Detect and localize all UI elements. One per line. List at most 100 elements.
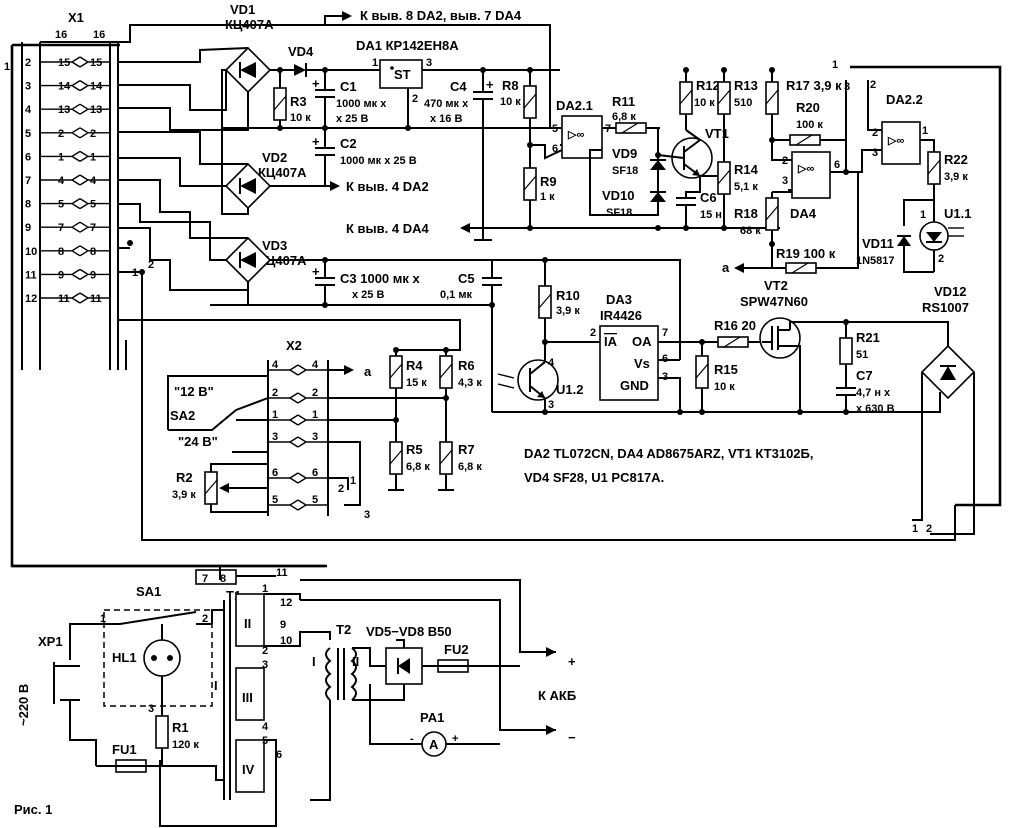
x1-pin-left: 4 xyxy=(25,104,32,116)
svg-text:КЦ407А: КЦ407А xyxy=(225,17,274,32)
x1-pin-left: 11 xyxy=(25,269,37,281)
x1-pin-mid: 13 xyxy=(58,104,70,116)
svg-text:R10: R10 xyxy=(556,288,580,303)
c2-capacitor: + C2 1000 мк х 25 В xyxy=(312,128,417,186)
svg-text:C4: C4 xyxy=(450,79,467,94)
svg-text:51: 51 xyxy=(856,349,868,361)
svg-text:2: 2 xyxy=(262,645,268,657)
svg-text:R20: R20 xyxy=(796,100,820,115)
svg-text:VT2: VT2 xyxy=(764,278,788,293)
x2-contact xyxy=(268,364,328,376)
svg-text:1: 1 xyxy=(920,209,926,221)
svg-text:IV: IV xyxy=(242,762,255,777)
svg-text:3: 3 xyxy=(872,147,878,159)
svg-text:11: 11 xyxy=(276,567,288,579)
svg-text:R6: R6 xyxy=(458,358,475,373)
svg-text:R2: R2 xyxy=(176,470,193,485)
svg-text:▷∞: ▷∞ xyxy=(567,129,584,141)
x2-pin-right: 2 xyxy=(312,387,318,399)
x1-label: X1 xyxy=(68,10,84,25)
svg-text:2: 2 xyxy=(872,127,878,139)
x1-contact xyxy=(40,245,110,257)
c1-capacitor: + C1 1000 мк х х 25 В xyxy=(312,70,387,128)
x1-pin-mid: 5 xyxy=(58,199,64,211)
svg-text:2: 2 xyxy=(938,253,944,265)
svg-text:T2: T2 xyxy=(336,622,351,637)
svg-text:"12 В": "12 В" xyxy=(174,384,214,399)
svg-text:R1: R1 xyxy=(172,720,189,735)
svg-text:16: 16 xyxy=(55,29,67,41)
r2-potentiometer: R2 3,9 к xyxy=(172,463,268,513)
svg-text:3: 3 xyxy=(426,57,432,69)
svg-text:+: + xyxy=(568,654,576,669)
x2-pin-right: 5 xyxy=(312,494,318,506)
vd12-bridge: VD12 RS1007 xyxy=(920,284,976,400)
x1-contact xyxy=(40,103,110,115)
x1-pin-left: 7 xyxy=(25,175,31,187)
svg-text:10 к: 10 к xyxy=(714,381,735,393)
x1-pin-left: 10 xyxy=(25,246,37,258)
svg-text:R7: R7 xyxy=(458,442,475,457)
svg-text:PA1: PA1 xyxy=(420,710,444,725)
x1-pin-mid: 7 xyxy=(58,222,64,234)
x2-pin-left: 3 xyxy=(272,431,278,443)
x1-pin-right: 9 xyxy=(90,269,96,281)
svg-text:6,8 к: 6,8 к xyxy=(458,461,482,473)
x1-contact xyxy=(40,221,110,233)
svg-text:15 к: 15 к xyxy=(406,377,427,389)
svg-text:HL1: HL1 xyxy=(112,650,137,665)
x1-pin-mid: 9 xyxy=(58,269,64,281)
svg-text:1: 1 xyxy=(832,59,838,71)
svg-text:2: 2 xyxy=(926,523,932,535)
x1-contact xyxy=(40,56,110,68)
svg-text:а: а xyxy=(364,364,372,379)
svg-text:Vs: Vs xyxy=(634,356,650,371)
svg-text:1: 1 xyxy=(132,267,138,279)
svg-text:4: 4 xyxy=(262,721,269,733)
svg-text:-: - xyxy=(410,733,414,745)
da4-opamp: ▷∞ DA4 2 3 6 xyxy=(782,151,840,221)
vd4-diode: VD4 xyxy=(288,44,314,77)
svg-text:C7: C7 xyxy=(856,368,873,383)
x1-pin-left: 6 xyxy=(25,151,31,163)
vd9-diode: VD9 SF18 xyxy=(612,146,666,177)
svg-text:GND: GND xyxy=(620,378,649,393)
svg-text:SF18: SF18 xyxy=(612,165,638,177)
svg-text:DA3: DA3 xyxy=(606,292,632,307)
svg-text:2: 2 xyxy=(148,259,154,271)
svg-text:3: 3 xyxy=(148,703,154,715)
svg-text:+: + xyxy=(312,134,320,149)
svg-text:VT1: VT1 xyxy=(705,126,729,141)
svg-text:16: 16 xyxy=(93,29,105,41)
svg-text:R3: R3 xyxy=(290,94,307,109)
x2-contact xyxy=(268,392,328,404)
x2-pin-right: 1 xyxy=(312,409,318,421)
svg-text:6,8 к: 6,8 к xyxy=(612,111,636,123)
vd2-bridge: VD2 КЦ407А xyxy=(224,150,307,210)
x2-pin-left: 4 xyxy=(272,359,279,371)
xp1-plug: XP1 ~220 В xyxy=(16,634,80,726)
x1-pin-mid: 2 xyxy=(58,128,64,140)
sa2-switch: "12 В" SA2 "24 В" xyxy=(167,375,269,453)
x2-pin-right: 3 xyxy=(312,431,318,443)
x1-contact xyxy=(40,150,110,162)
svg-text:4,3 к: 4,3 к xyxy=(458,377,482,389)
x1-pin-mid: 4 xyxy=(58,175,65,187)
svg-text:DA4: DA4 xyxy=(790,206,817,221)
svg-text:1000 мк х 25 В: 1000 мк х 25 В xyxy=(340,155,417,167)
svg-text:1 к: 1 к xyxy=(540,191,555,203)
x2-pin-right: 4 xyxy=(312,359,319,371)
x1-contact xyxy=(40,80,110,92)
svg-text:К выв. 8 DA2, выв. 7 DA4: К выв. 8 DA2, выв. 7 DA4 xyxy=(360,8,522,23)
svg-text:R21: R21 xyxy=(856,330,880,345)
svg-text:R11: R11 xyxy=(612,94,635,109)
x1-pin-left: 5 xyxy=(25,128,31,140)
u1-2-phototransistor: U1.2 4 3 xyxy=(497,357,583,411)
svg-text:VD1: VD1 xyxy=(230,2,255,17)
svg-text:C5: C5 xyxy=(458,271,475,286)
svg-text:R5: R5 xyxy=(406,442,423,457)
svg-text:SA2: SA2 xyxy=(170,408,195,423)
svg-text:R14: R14 xyxy=(734,162,759,177)
svg-text:VD11: VD11 xyxy=(862,236,894,251)
